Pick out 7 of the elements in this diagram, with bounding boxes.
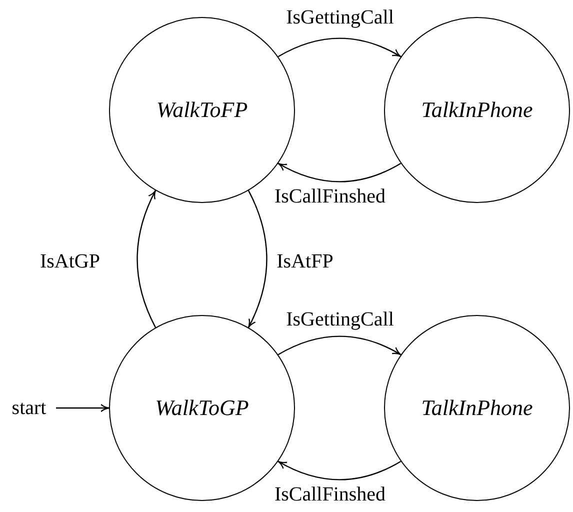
edge-label: IsGettingCall <box>284 308 396 332</box>
state-name: WalkToFP <box>156 97 248 123</box>
state-name: WalkToGP <box>155 395 249 421</box>
edge-label: IsGettingCall <box>284 6 396 30</box>
state-name: TalkInPhone <box>421 395 533 421</box>
state-name: TalkInPhone <box>421 97 533 123</box>
start-label: start <box>12 396 46 420</box>
